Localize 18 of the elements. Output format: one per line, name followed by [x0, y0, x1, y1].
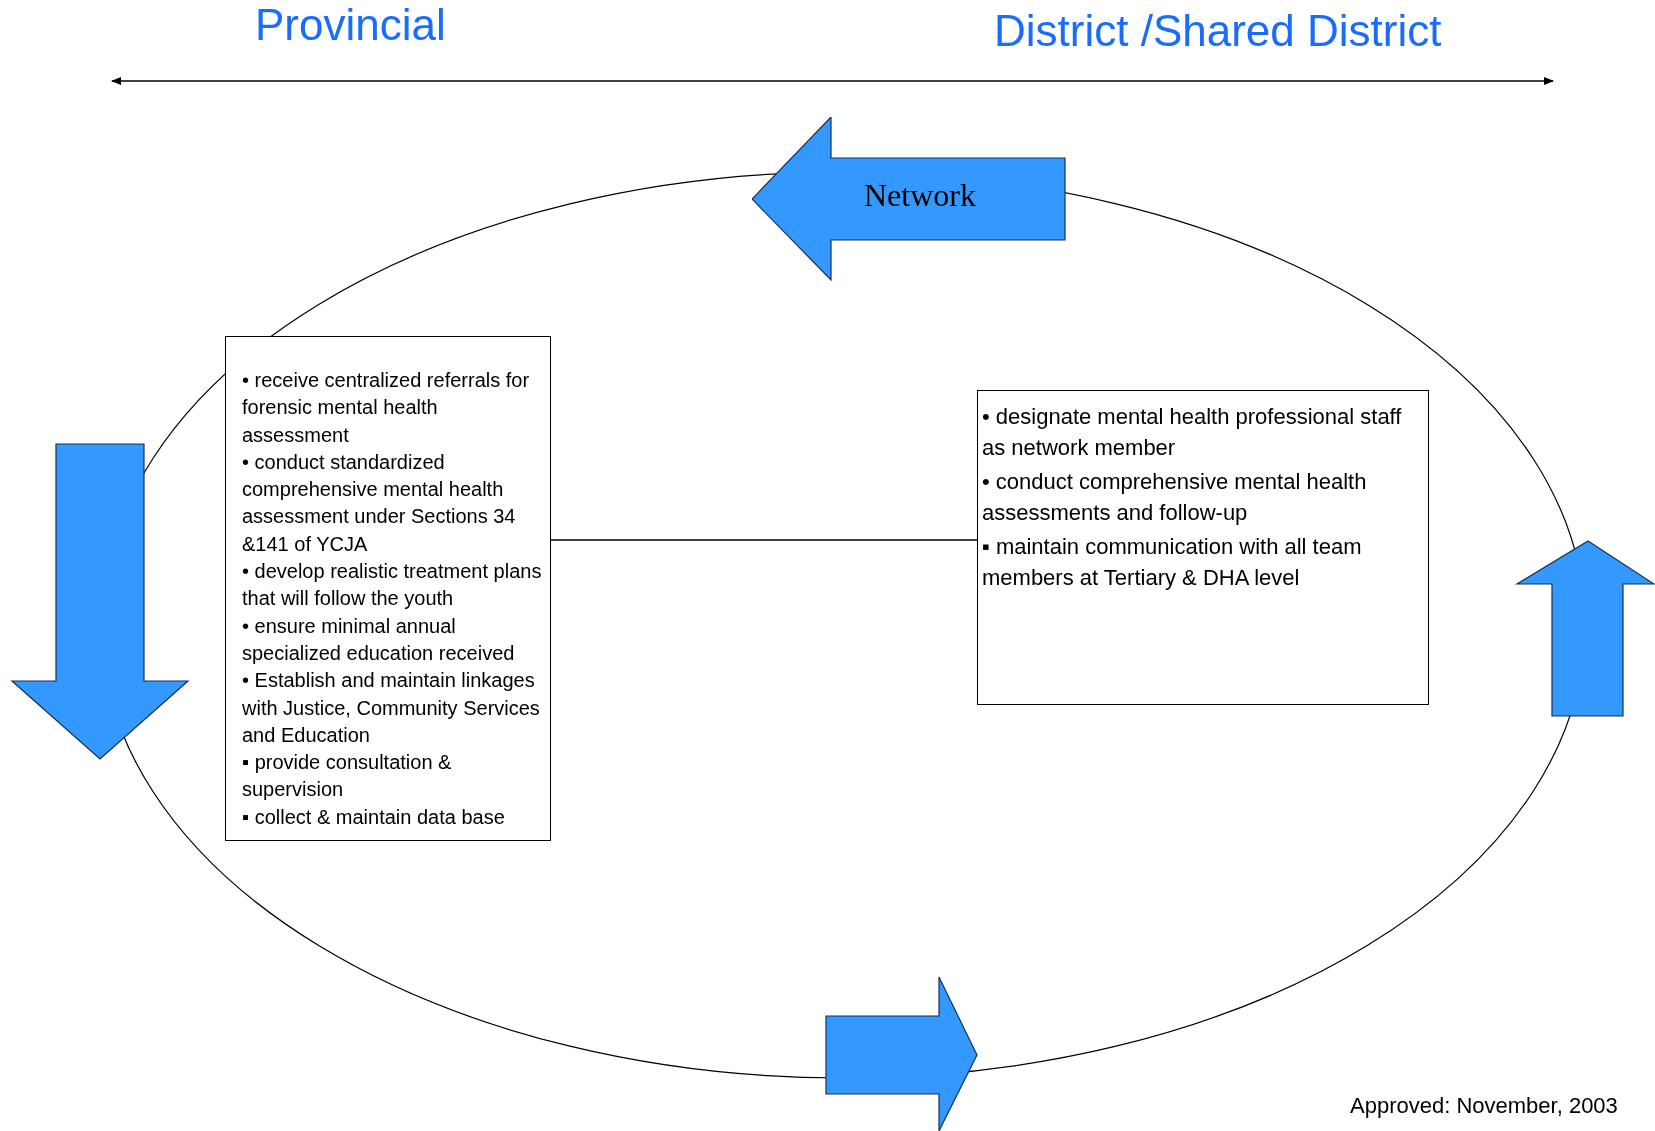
arrow-label: Network — [864, 177, 976, 214]
bullet-item: • ensure minimal annual specialized education received — [242, 613, 516, 666]
bullet-item: ▪ provide consultation & supervision — [242, 750, 453, 803]
text-box — [977, 390, 1429, 705]
block-arrow — [752, 117, 1066, 281]
bullet-item: • receive centralized referrals for forensic mental health assessment — [242, 368, 531, 448]
bullet-item: ▪ collect & maintain data base — [242, 804, 506, 830]
bullet-item: • develop realistic treatment plans that will follow the youth — [242, 559, 543, 612]
bullet-item: ▪ maintain communication with all team members at Tertiary & DHA level — [982, 533, 1363, 592]
bullet-item: • conduct comprehensive mental health assessments and follow-up — [982, 468, 1368, 527]
approval-note: Approved: November, 2003 — [1350, 1093, 1618, 1119]
bullet-item: • Establish and maintain linkages with Justice, Community Services and Education — [242, 668, 541, 748]
connector-line — [550, 539, 978, 541]
text-box — [225, 336, 551, 841]
bullet-item: • designate mental health professional staff as network member — [982, 403, 1403, 462]
column-heading: Provincial — [255, 0, 446, 50]
column-heading: District /Shared District — [994, 6, 1442, 56]
bullet-item: • conduct standardized comprehensive mental health assessment under Sections 34 &141 of YCJA — [242, 449, 517, 557]
